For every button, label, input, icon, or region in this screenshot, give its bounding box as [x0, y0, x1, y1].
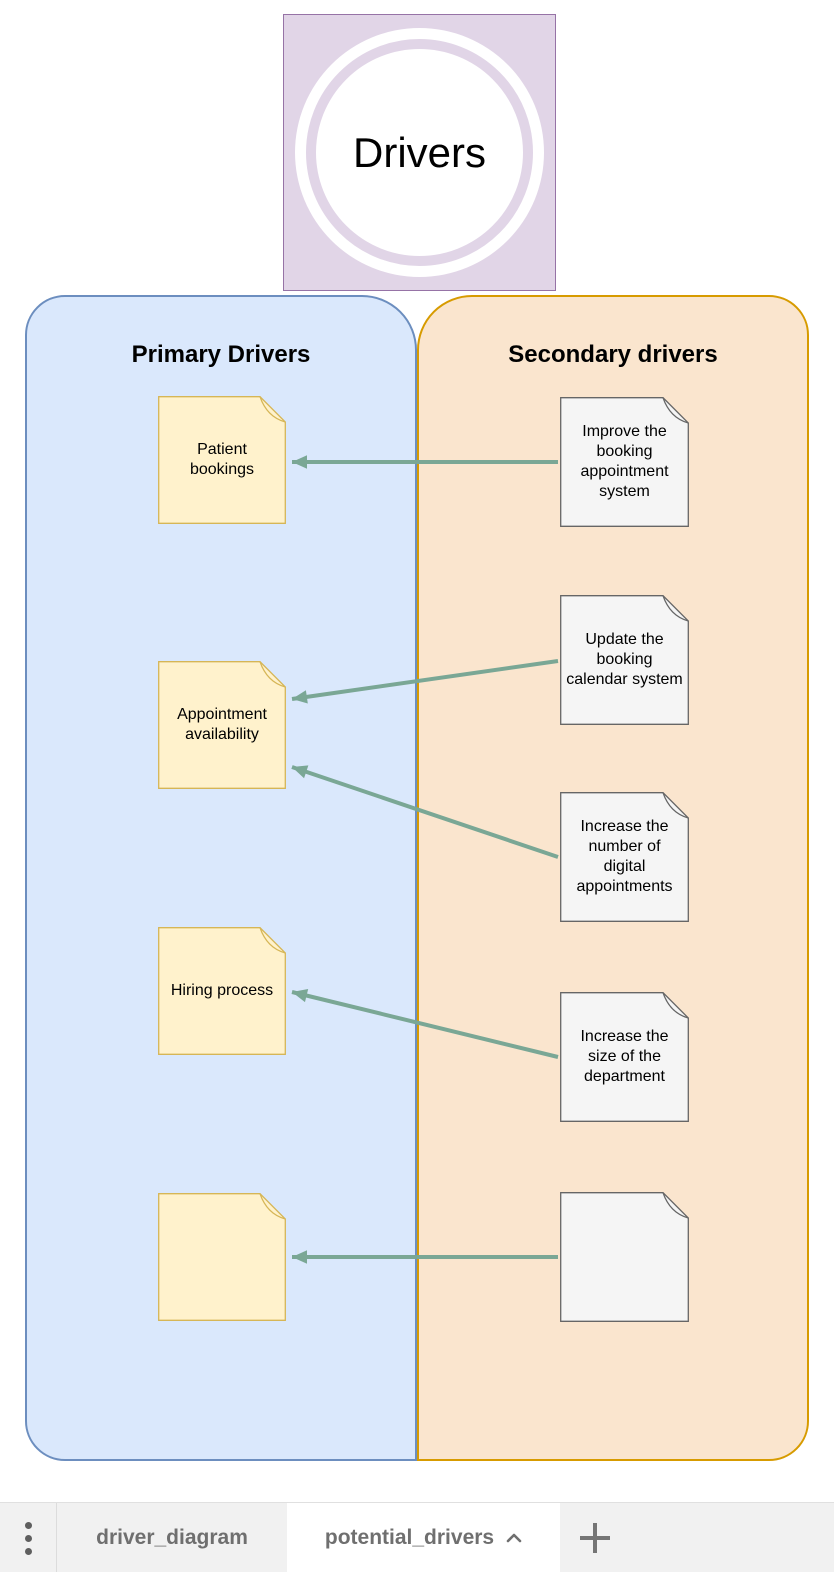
tab-potential-drivers[interactable]: potential_drivers — [287, 1503, 560, 1572]
note-shape — [560, 992, 689, 1122]
page-tabbar: driver_diagram potential_drivers — [0, 1502, 834, 1572]
note-shape — [158, 661, 286, 789]
note-label: Hiring process — [170, 982, 274, 999]
note-shape — [158, 396, 286, 524]
note-label: Increase the size of the department — [580, 1028, 669, 1085]
drivers-root-node[interactable]: Drivers — [283, 14, 556, 291]
note-label: Improve the booking appointment system — [580, 423, 669, 500]
pages-menu-button[interactable] — [0, 1503, 57, 1572]
chevron-up-icon — [506, 1533, 522, 1543]
note-hiring-process[interactable]: Hiring process — [158, 927, 286, 1055]
note-increase-department-size[interactable]: Increase the size of the department — [560, 992, 689, 1122]
drivers-circle: Drivers — [295, 28, 544, 277]
note-shape — [560, 1192, 689, 1322]
note-label: Patient bookings — [189, 441, 255, 478]
note-label — [158, 1193, 286, 1321]
note-shape — [560, 397, 689, 527]
note-update-booking-calendar[interactable]: Update the booking calendar system — [560, 595, 689, 725]
vertical-dots-icon — [24, 1521, 32, 1555]
note-patient-bookings[interactable]: Patient bookings — [158, 396, 286, 524]
note-appointment-availability[interactable]: Appointment availability — [158, 661, 286, 789]
add-page-button[interactable] — [572, 1503, 618, 1572]
note-shape — [560, 595, 689, 725]
note-label — [560, 1192, 689, 1322]
note-primary-empty[interactable] — [158, 1193, 286, 1321]
note-improve-booking-system[interactable]: Improve the booking appointment system — [560, 397, 689, 527]
note-increase-digital-appointments[interactable]: Increase the number of digital appointme… — [560, 792, 689, 922]
plus-icon — [580, 1523, 610, 1553]
primary-drivers-heading: Primary Drivers — [131, 341, 311, 368]
tab-driver-diagram[interactable]: driver_diagram — [57, 1503, 287, 1572]
note-label: Increase the number of digital appointme… — [576, 818, 673, 895]
note-label: Appointment availability — [177, 706, 267, 743]
tab-label: driver_diagram — [96, 1526, 248, 1549]
drivers-label: Drivers — [353, 128, 486, 176]
note-shape — [158, 1193, 286, 1321]
note-secondary-empty[interactable] — [560, 1192, 689, 1322]
tab-label: potential_drivers — [324, 1526, 495, 1549]
note-shape — [158, 927, 286, 1055]
note-shape — [560, 792, 689, 922]
secondary-drivers-heading: Secondary drivers — [508, 341, 718, 368]
note-label: Update the booking calendar system — [566, 631, 683, 688]
drivers-inner-circle: Drivers — [306, 39, 533, 266]
